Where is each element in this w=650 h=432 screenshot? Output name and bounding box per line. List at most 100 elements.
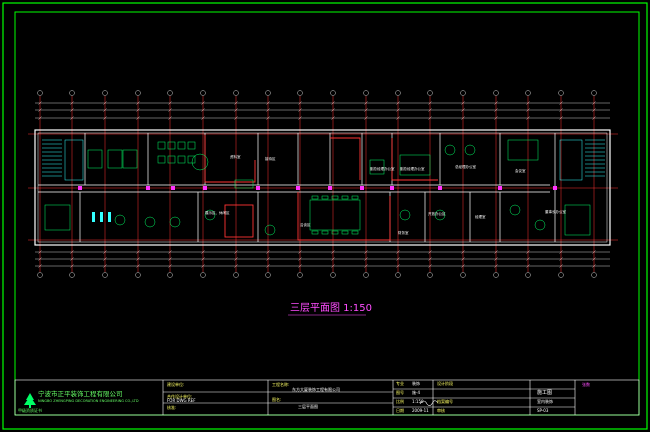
- axis-bubble: [233, 90, 239, 96]
- room-label: 展示区、休闲区: [205, 210, 230, 215]
- corridor: [38, 184, 550, 193]
- tb-caption-project: 工程名称:: [272, 382, 290, 387]
- axis-bubble: [69, 272, 75, 278]
- room-label: 经理室: [475, 214, 486, 219]
- stair-landing: [559, 139, 583, 181]
- axis-bubble: [395, 90, 401, 96]
- building-walls: [34, 129, 611, 246]
- axis-bubble: [525, 90, 531, 96]
- furniture-item: [399, 209, 411, 221]
- column: [256, 186, 260, 190]
- room-labels: 会议室接待区展示区、休闲区总经理办公室副总经理办公室副总经理办公室财务室洽谈区开…: [205, 154, 566, 235]
- column: [390, 186, 394, 190]
- tb-caption-client: 建设单位:: [167, 382, 185, 387]
- axis-bubble: [591, 272, 597, 278]
- chair: [167, 141, 176, 150]
- axis-bubble: [493, 90, 499, 96]
- room-label: 总经理办公室: [455, 164, 476, 169]
- tb-caption-stage: 设计阶段: [437, 381, 453, 386]
- furniture-item: [434, 209, 446, 221]
- tb-caption-date: 日期: [396, 408, 404, 413]
- axis-bubble: [525, 272, 531, 278]
- drawing-title: 三层平面图 1:150: [290, 302, 372, 314]
- columns: [78, 186, 557, 190]
- stair-right: [559, 139, 605, 181]
- axis-bubble: [297, 90, 303, 96]
- conference-table: [309, 199, 361, 231]
- axis-bubble: [330, 90, 336, 96]
- furniture-item: [534, 219, 546, 231]
- tb-value-archive: 室内装饰: [537, 399, 553, 404]
- tb-value-scale: 1:150: [412, 399, 424, 404]
- furniture-item: [114, 214, 126, 226]
- furniture-item: [264, 224, 276, 236]
- furniture-item: [509, 204, 521, 216]
- chair: [167, 155, 176, 164]
- tb-caption-count: 张数: [582, 382, 590, 387]
- column: [296, 186, 300, 190]
- chair: [311, 195, 319, 200]
- column: [78, 186, 82, 190]
- chair: [351, 230, 359, 235]
- column: [360, 186, 364, 190]
- axis-bubble: [69, 90, 75, 96]
- axis-bubble: [558, 90, 564, 96]
- chair: [351, 195, 359, 200]
- room-label: 董事长办公室: [545, 209, 566, 214]
- room-label: 开放办公区: [428, 211, 446, 216]
- desk: [87, 149, 103, 169]
- tb-value-stage: 施工图: [537, 390, 553, 396]
- axis-bubble: [591, 90, 597, 96]
- desk: [122, 149, 138, 169]
- display-stand: [100, 212, 103, 222]
- furniture-item: [169, 216, 181, 228]
- tb-value-project: 东方大厦装饰工程有限公司: [292, 387, 340, 392]
- red-partitions: [204, 135, 438, 241]
- axis-bubble: [233, 272, 239, 278]
- meeting-table: [507, 139, 539, 161]
- axis-bubble: [167, 90, 173, 96]
- tb-value-date: 2009-11: [412, 408, 429, 413]
- company-logo: [24, 393, 36, 408]
- furniture: [44, 139, 591, 236]
- tb-caption-drawing-name: 图名:: [272, 397, 282, 402]
- axis-bubble: [135, 90, 141, 96]
- stair-left: [42, 139, 84, 181]
- room-label: 接待区: [265, 156, 276, 161]
- desk: [107, 149, 123, 169]
- axis-bubble: [363, 90, 369, 96]
- chair: [177, 141, 186, 150]
- tb-caption-review: 审核: [437, 408, 445, 413]
- axis-bubble: [297, 272, 303, 278]
- axis-bubble: [200, 272, 206, 278]
- chair: [331, 230, 339, 235]
- room-label: 会议室: [515, 168, 526, 173]
- room-label: 副总经理办公室: [400, 166, 425, 171]
- furniture-item: [444, 144, 456, 156]
- desk: [399, 154, 431, 176]
- axis-bubble: [363, 272, 369, 278]
- chair: [177, 155, 186, 164]
- furniture-item: [144, 216, 156, 228]
- cabinet: [369, 159, 385, 175]
- tb-value-sheet-no: 施-4: [412, 390, 420, 395]
- chair: [331, 195, 339, 200]
- tb-value-coop: FOR DWG REF: [167, 398, 196, 403]
- furniture-item: [204, 209, 216, 221]
- column: [498, 186, 502, 190]
- company-name: 宁波市正平装饰工程有限公司: [38, 390, 123, 398]
- axis-bubble: [427, 90, 433, 96]
- axis-bubble: [167, 272, 173, 278]
- tb-caption-discipline: 专业: [396, 381, 404, 386]
- tb-caption-archive: 档案编号: [437, 399, 453, 404]
- axis-bubble: [102, 272, 108, 278]
- column: [553, 186, 557, 190]
- license-label: 甲级资质证书: [18, 408, 42, 413]
- tb-value-drawing-name: 三层平面图: [298, 404, 318, 409]
- axis-bubble: [265, 272, 271, 278]
- axis-bubble: [460, 90, 466, 96]
- furniture-item: [464, 144, 476, 156]
- axis-bubbles: [37, 90, 597, 278]
- dimension-lines-top: [35, 102, 610, 119]
